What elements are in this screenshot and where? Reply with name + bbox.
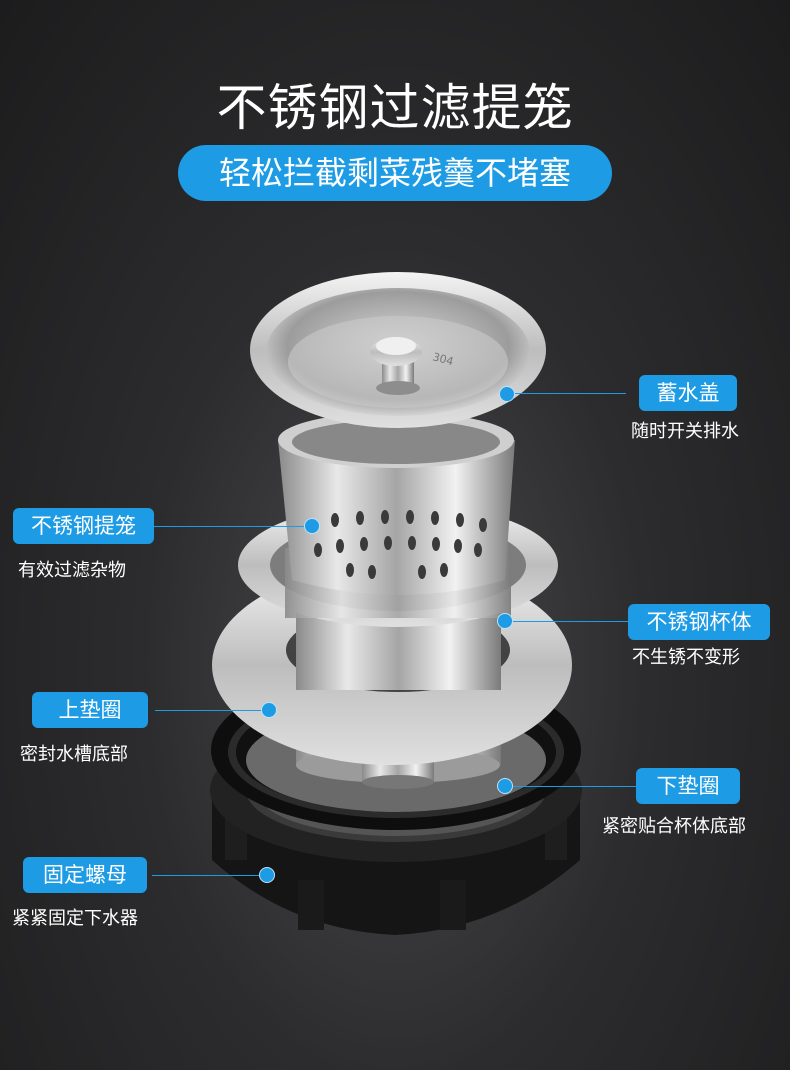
- drain-cover: 304: [250, 272, 546, 428]
- cover-description: 随时开关排水: [631, 421, 739, 442]
- strainer-basket: [278, 412, 515, 595]
- basket-label: 不锈钢提笼: [13, 508, 154, 544]
- page-title: 不锈钢过滤提笼: [216, 79, 574, 137]
- nut-description: 紧紧固定下水器: [12, 908, 138, 929]
- lower-gasket-marker-dot: [497, 778, 513, 794]
- cup-description: 不生锈不变形: [632, 647, 740, 668]
- cover-marker-dot: [499, 386, 515, 402]
- cover-leader-line: [508, 393, 626, 394]
- basket-marker-dot: [304, 518, 320, 534]
- upper-gasket-description: 密封水槽底部: [20, 744, 128, 765]
- lower-gasket-leader-line: [512, 786, 637, 787]
- cover-label: 蓄水盖: [639, 375, 737, 411]
- subtitle-badge: 轻松拦截剩菜残羹不堵塞: [178, 145, 612, 201]
- basket-description: 有效过滤杂物: [18, 560, 126, 581]
- cup-label: 不锈钢杯体: [628, 604, 770, 640]
- upper-gasket-leader-line: [155, 710, 270, 711]
- cover-engraving: 304: [431, 350, 455, 368]
- nut-label: 固定螺母: [23, 857, 147, 893]
- cup-leader-line: [510, 621, 632, 622]
- upper-gasket-label: 上垫圈: [32, 692, 148, 728]
- basket-leader-line: [150, 526, 312, 527]
- nut-leader-line: [152, 875, 267, 876]
- upper-gasket-marker-dot: [261, 702, 277, 718]
- lower-gasket-description: 紧密贴合杯体底部: [602, 816, 746, 837]
- lower-gasket-label: 下垫圈: [636, 768, 740, 804]
- cup-marker-dot: [497, 613, 513, 629]
- nut-marker-dot: [259, 867, 275, 883]
